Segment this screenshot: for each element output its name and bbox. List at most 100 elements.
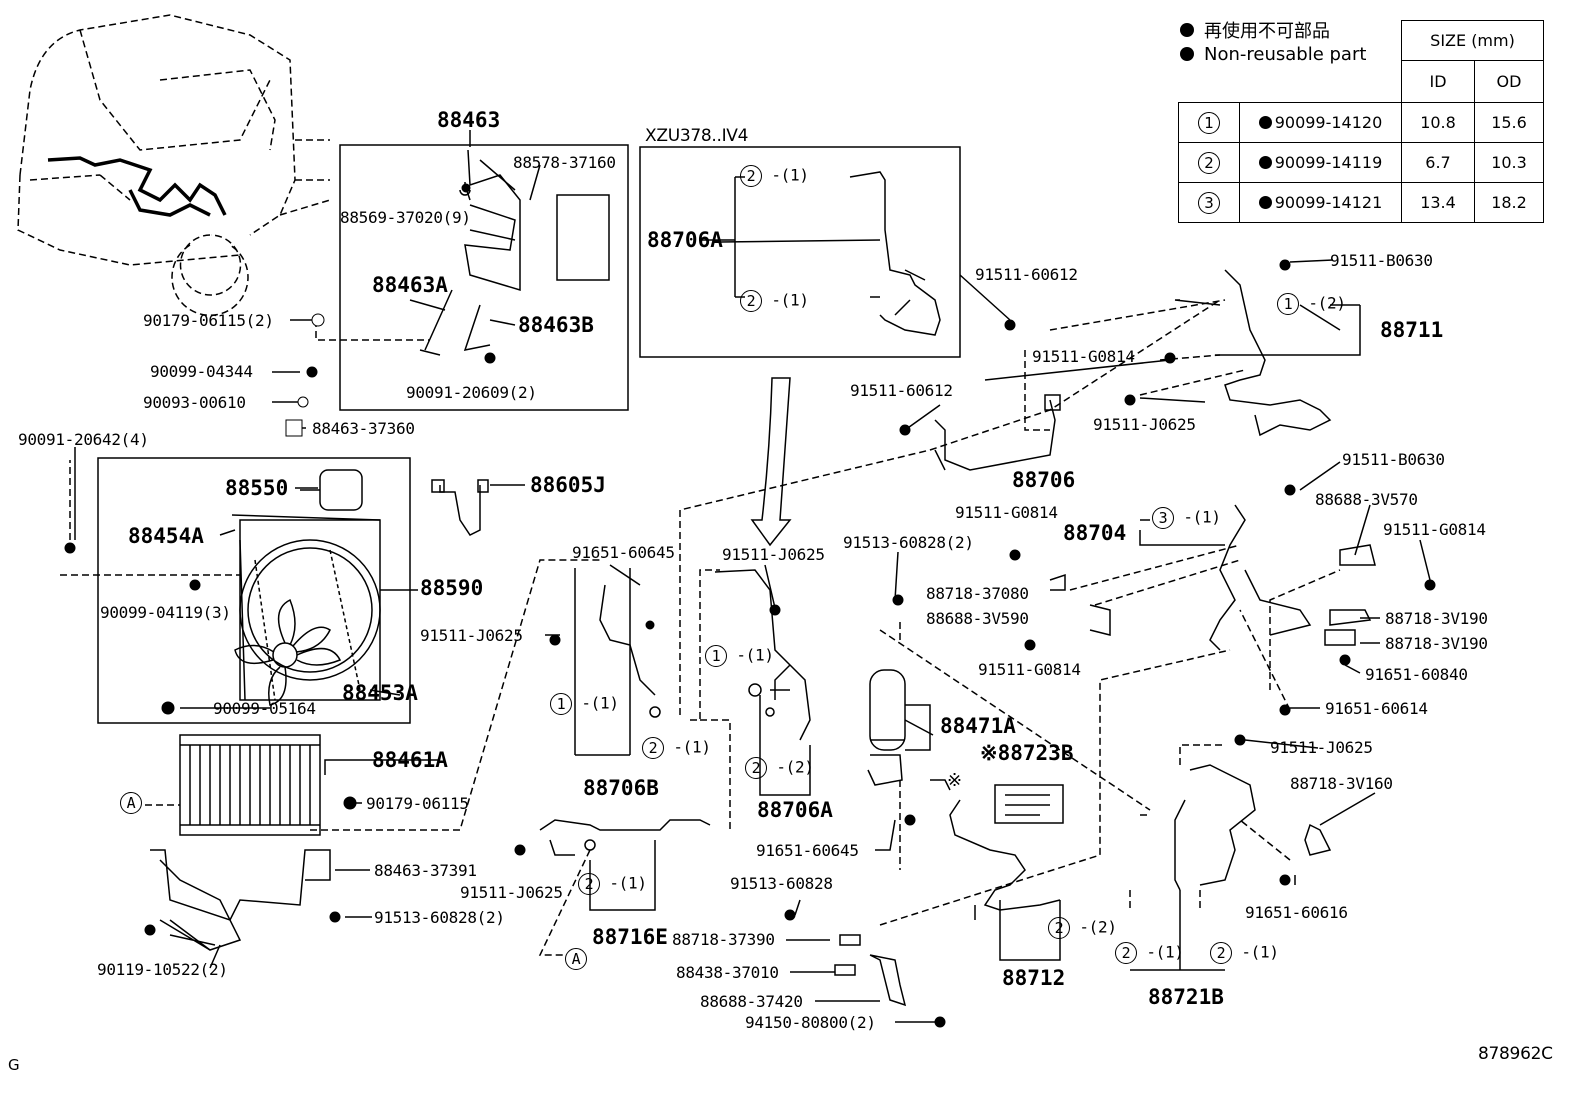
- part-label: 88550: [225, 476, 289, 500]
- part-label: 91511-J0625: [722, 545, 825, 564]
- part-label: 88688-37420: [700, 992, 803, 1011]
- part-label: 88438-37010: [676, 963, 779, 982]
- part-label: 91513-60828(2): [843, 533, 974, 552]
- diagram-code: 878962C: [1478, 1044, 1553, 1064]
- part-label: 91651-60840: [1365, 665, 1468, 684]
- part-label: ※88723B: [980, 741, 1074, 765]
- part-label: 88569-37020(9): [340, 208, 471, 227]
- part-label: 91511-J0625: [460, 883, 563, 902]
- part-label: 88706A: [757, 798, 833, 822]
- ref-callout: 2 -(1): [1115, 942, 1184, 964]
- non-reusable-dot-icon: [1258, 156, 1272, 169]
- part-label: 88718-37080: [926, 584, 1029, 603]
- part-label: 88718-3V160: [1290, 774, 1393, 793]
- part-label: 88463-37391: [374, 861, 477, 880]
- part-label: 88463B: [518, 313, 594, 337]
- ref-callout: 3 -(1): [1152, 507, 1221, 529]
- non-reusable-dot-icon: [1258, 196, 1272, 209]
- part-label: 91511-G0814: [1383, 520, 1486, 539]
- part-label: 88463: [437, 108, 501, 132]
- part-label: 88712: [1002, 966, 1066, 990]
- part-label: 91651-60645: [756, 841, 859, 860]
- part-label: 90179-06115: [366, 794, 469, 813]
- non-reusable-dot-icon: [1180, 23, 1194, 37]
- ref-callout: 2 -(1): [740, 165, 809, 187]
- size-od: 10.3: [1474, 142, 1544, 183]
- part-label: 88463A: [372, 273, 448, 297]
- corner-mark: G: [8, 1056, 20, 1074]
- ref-callout: 2 -(2): [745, 757, 814, 779]
- part-label: 91651-60614: [1325, 699, 1428, 718]
- part-label: 88461A: [372, 748, 448, 772]
- part-label: 91511-J0625: [1270, 738, 1373, 757]
- part-number: 90099-14120: [1274, 113, 1383, 132]
- part-label: 91511-60612: [850, 381, 953, 400]
- part-label: 88688-3V590: [926, 609, 1029, 628]
- size-header: SIZE (mm): [1401, 20, 1544, 61]
- part-number: 90099-14119: [1274, 153, 1383, 172]
- part-label: 88718-3V190: [1385, 609, 1488, 628]
- non-reusable-dot-icon: [1258, 116, 1272, 129]
- part-label: 91651-60616: [1245, 903, 1348, 922]
- ref-callout: 2 -(1): [578, 873, 647, 895]
- size-id: 13.4: [1401, 182, 1475, 223]
- part-label: 90093-00610: [143, 393, 246, 412]
- part-label: 90119-10522(2): [97, 960, 228, 979]
- legend-en: Non-reusable part: [1180, 42, 1366, 66]
- part-label: 88704: [1063, 521, 1127, 545]
- ref-circle: 1: [1198, 111, 1220, 134]
- part-label: 90091-20642(4): [18, 430, 149, 449]
- part-label: 90099-05164: [213, 699, 316, 718]
- table-row: 3 90099-14121 13.4 18.2: [1178, 182, 1544, 223]
- ref-callout: 1 -(2): [1277, 293, 1346, 315]
- part-label: 88718-37390: [672, 930, 775, 949]
- part-label: 88590: [420, 576, 484, 600]
- part-label: 91513-60828: [730, 874, 833, 893]
- part-label: 91511-J0625: [420, 626, 523, 645]
- part-label: 91511-G0814: [978, 660, 1081, 679]
- part-label: 88471A: [940, 714, 1016, 738]
- size-od: 18.2: [1474, 182, 1544, 223]
- ref-callout: 1 -(1): [705, 645, 774, 667]
- id-header: ID: [1401, 60, 1475, 103]
- part-label: 88711: [1380, 318, 1444, 342]
- size-id: 6.7: [1401, 142, 1475, 183]
- part-label: 91513-60828(2): [374, 908, 505, 927]
- part-label: 91511-B0630: [1330, 251, 1433, 270]
- ref-callout: 2 -(1): [740, 290, 809, 312]
- part-label: 88706: [1012, 468, 1076, 492]
- ref-callout: 2 -(1): [1210, 942, 1279, 964]
- part-label: 90099-04119(3): [100, 603, 231, 622]
- ref-callout: 1 -(1): [550, 693, 619, 715]
- fan-shroud-icon: [234, 598, 342, 706]
- ref-circle: 2: [1198, 151, 1220, 174]
- table-row: 2 90099-14119 6.7 10.3: [1178, 142, 1544, 183]
- section-a-marker: A: [565, 948, 587, 970]
- size-od: 15.6: [1474, 102, 1544, 143]
- table-row: 1 90099-14120 10.8 15.6: [1178, 102, 1544, 143]
- size-table: SIZE (mm) ID OD 1 90099-14120 10.8 15.6 …: [1178, 20, 1544, 223]
- part-label: 91511-B0630: [1342, 450, 1445, 469]
- size-id: 10.8: [1401, 102, 1475, 143]
- variant-title: XZU378..IV4: [645, 126, 749, 146]
- part-label: 88716E: [592, 925, 668, 949]
- condenser-icon: [179, 734, 321, 836]
- part-label: 94150-80800(2): [745, 1013, 876, 1032]
- receiver-dryer-icon: [867, 669, 931, 786]
- legend-jp: 再使用不可部品: [1180, 18, 1366, 42]
- part-label: 88454A: [128, 524, 204, 548]
- part-label: 88578-37160: [513, 153, 616, 172]
- legend: 再使用不可部品 Non-reusable part: [1180, 18, 1366, 66]
- part-label: 88463-37360: [312, 419, 415, 438]
- part-label: 90099-04344: [150, 362, 253, 381]
- part-label: 91511-J0625: [1093, 415, 1196, 434]
- ref-callout: 2 -(1): [642, 737, 711, 759]
- part-label: 88721B: [1148, 985, 1224, 1009]
- part-label: 90091-20609(2): [406, 383, 537, 402]
- part-label: 88688-3V570: [1315, 490, 1418, 509]
- section-a-marker: A: [120, 792, 142, 814]
- truck-outline-icon: [17, 14, 331, 316]
- od-header: OD: [1474, 60, 1544, 103]
- part-label: 91651-60645: [572, 543, 675, 562]
